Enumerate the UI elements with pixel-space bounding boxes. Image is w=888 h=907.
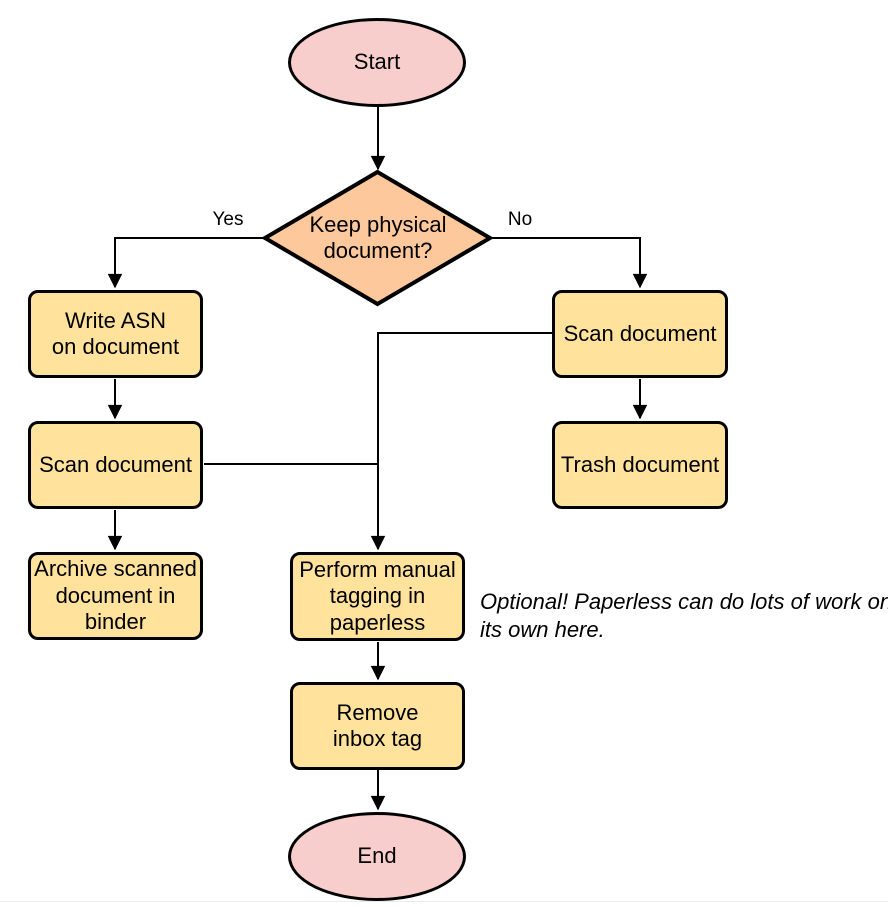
- edge-label-yes: Yes: [212, 209, 244, 230]
- end-node: End: [288, 812, 466, 901]
- edge-label-no: No: [507, 209, 533, 230]
- write-asn-node-label: Write ASN on document: [51, 307, 180, 359]
- bottom-divider: [0, 901, 888, 902]
- optional-annotation: Optional! Paperless can do lots of work …: [480, 589, 888, 642]
- archive-node: Archive scanned document in binder: [28, 552, 203, 640]
- trash-document-label: Trash document: [560, 451, 720, 477]
- manual-tagging-label: Perform manual tagging in paperless: [299, 556, 456, 635]
- decision-diamond: [261, 169, 494, 307]
- decision-node: Keep physical document?: [278, 200, 478, 276]
- start-node: Start: [288, 18, 466, 107]
- edge-scan-right-to-tagging: [378, 332, 552, 549]
- start-node-label: Start: [353, 49, 401, 75]
- edge-decision-no-to-scan-right: [489, 237, 640, 287]
- decision-node-label: Keep physical document?: [309, 211, 447, 263]
- end-node-label: End: [357, 843, 397, 869]
- edge-decision-yes-to-write-asn: [115, 237, 266, 287]
- trash-document-node: Trash document: [552, 421, 728, 509]
- scan-document-left-node: Scan document: [28, 421, 203, 509]
- archive-node-label: Archive scanned document in binder: [34, 556, 197, 635]
- scan-document-right-label: Scan document: [563, 320, 717, 346]
- remove-inbox-tag-node: Remove inbox tag: [290, 682, 465, 770]
- write-asn-node: Write ASN on document: [28, 290, 203, 378]
- scan-document-right-node: Scan document: [552, 290, 728, 378]
- scan-document-left-label: Scan document: [39, 451, 192, 477]
- remove-inbox-tag-label: Remove inbox tag: [332, 699, 423, 751]
- manual-tagging-node: Perform manual tagging in paperless: [290, 552, 465, 641]
